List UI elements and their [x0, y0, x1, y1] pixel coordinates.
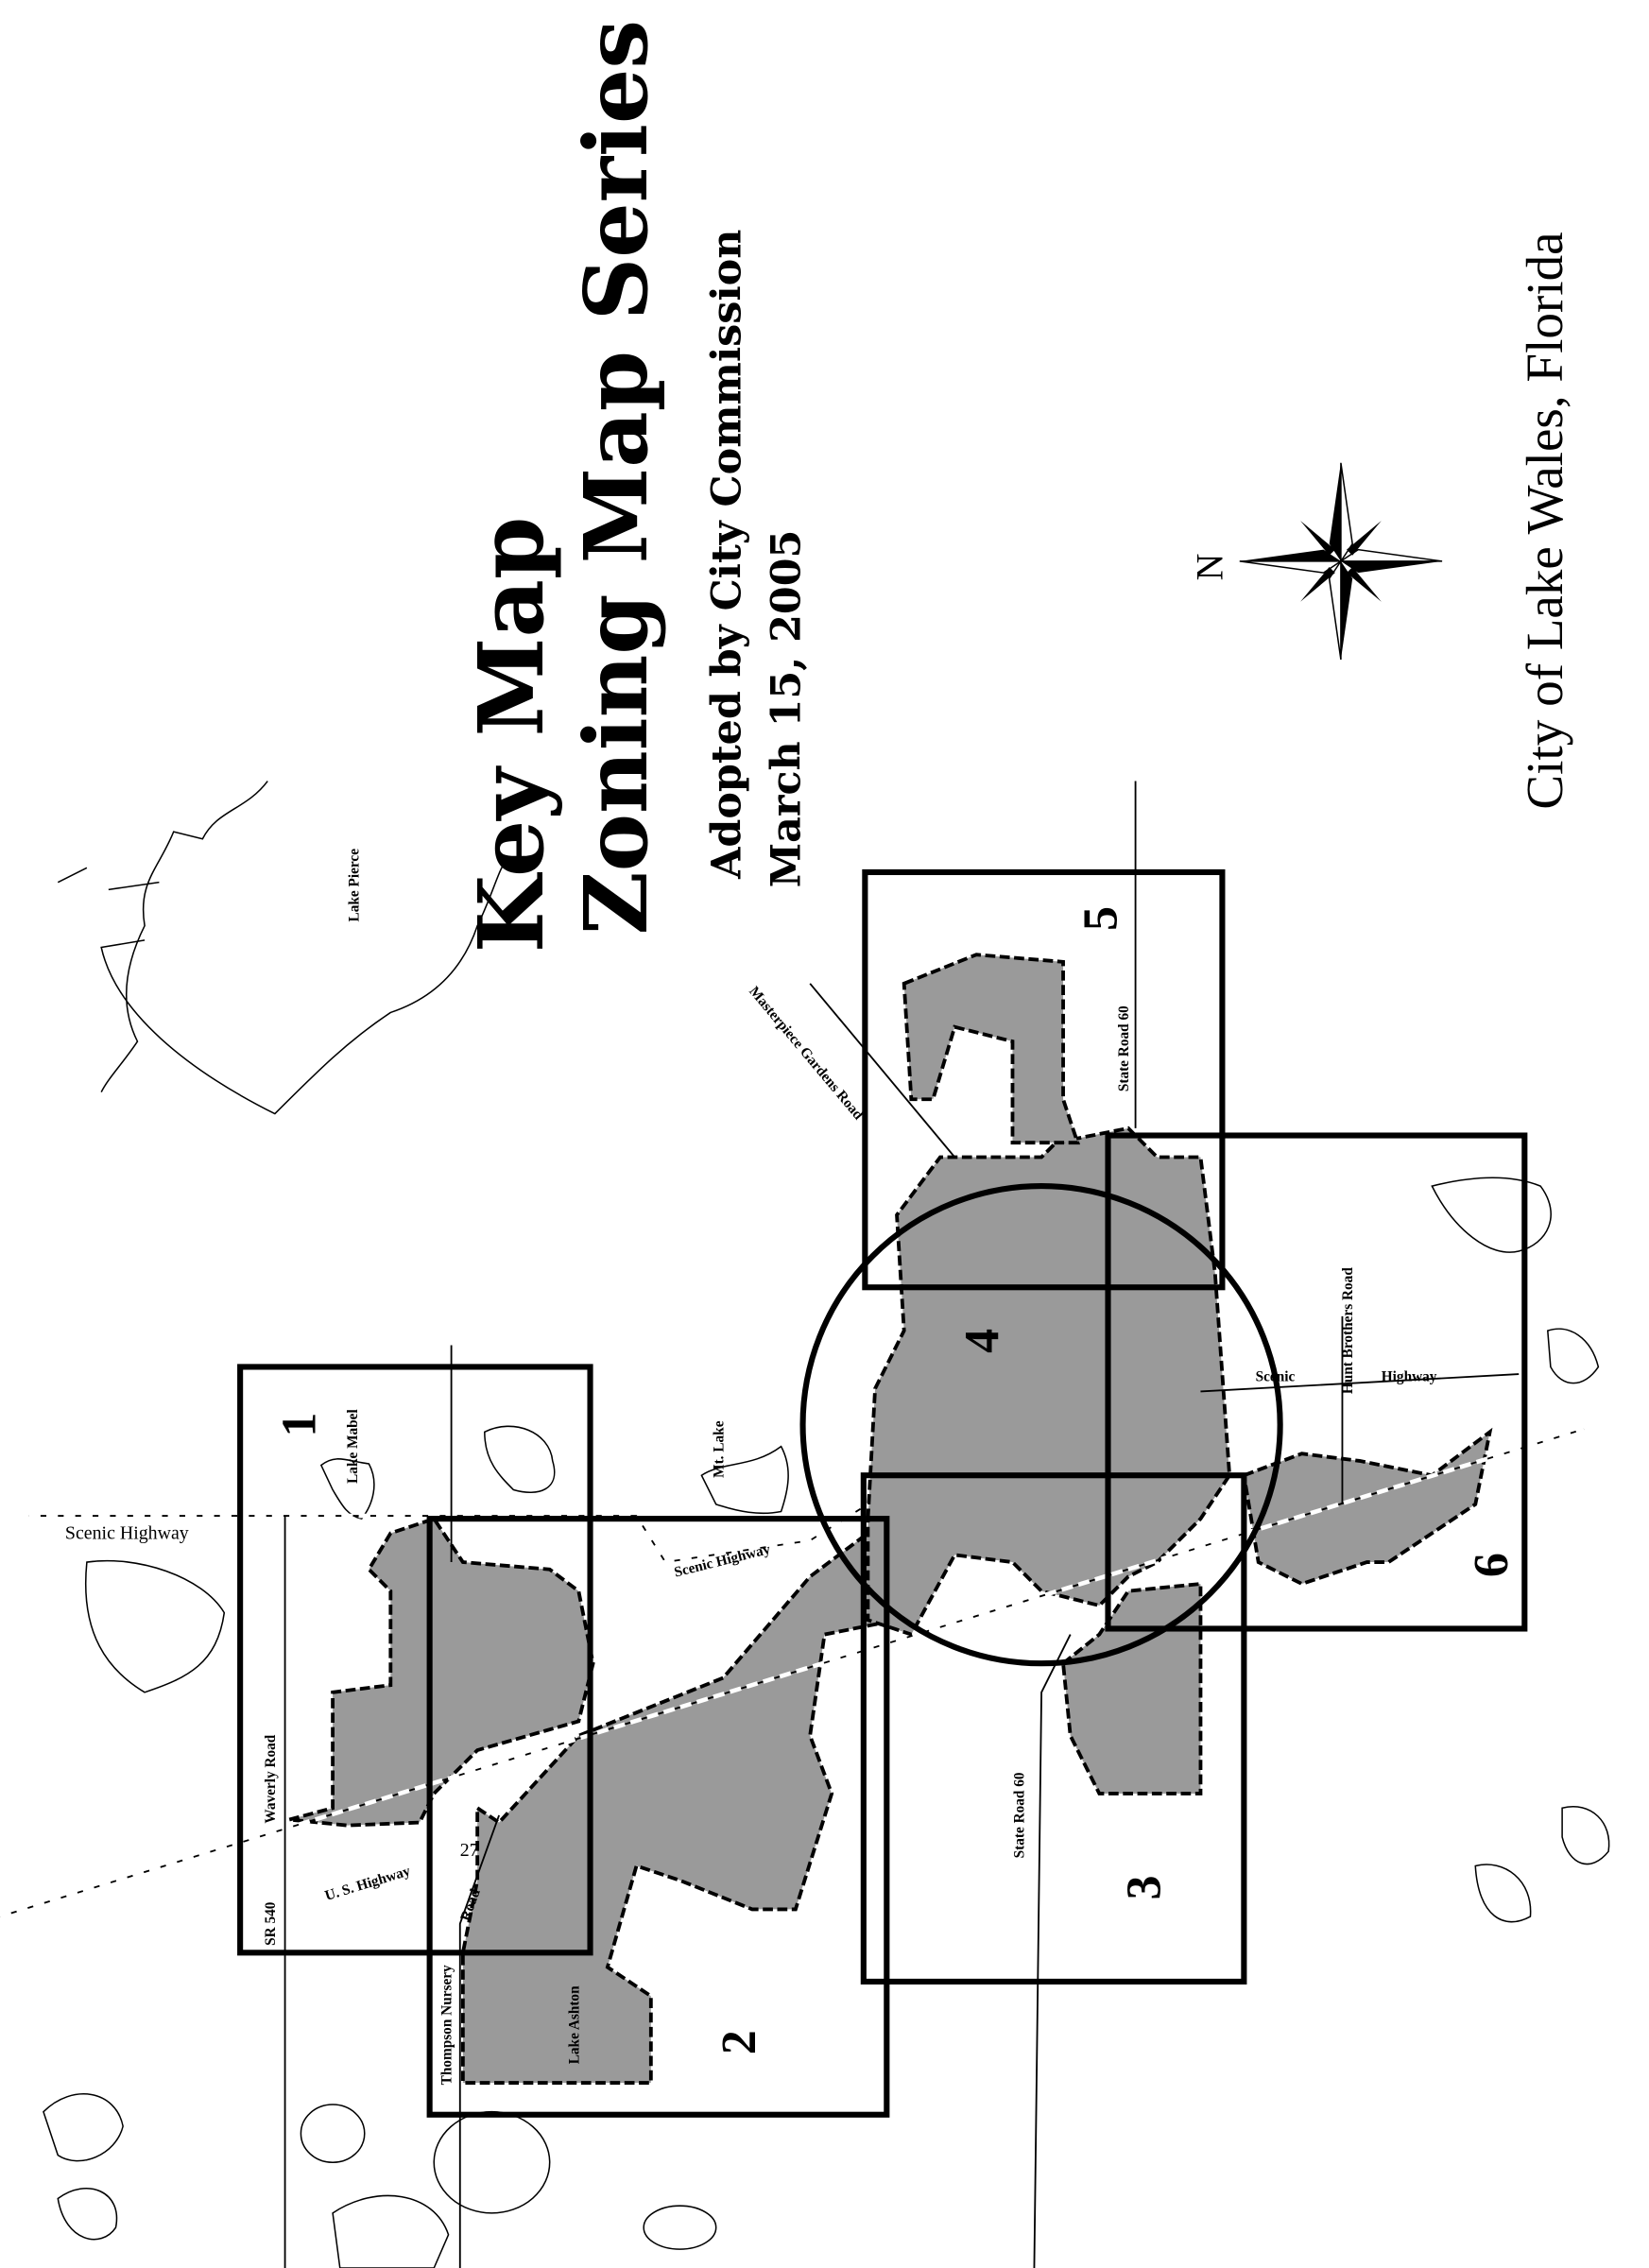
sheet-6-frame[interactable]	[1105, 1132, 1528, 1632]
lake-outline	[1431, 1177, 1552, 1253]
title-date: March 15, 2005	[763, 530, 810, 888]
label-state-road-60-north: State Road 60	[1116, 1005, 1132, 1091]
sheet-number-5: 5	[1074, 906, 1128, 931]
label-state-road-60-south: State Road 60	[1012, 1772, 1028, 1858]
label-us-27: 27	[460, 1840, 479, 1861]
lake-outline	[300, 2104, 366, 2164]
lake-mabel-outline	[319, 1458, 375, 1520]
sheet-number-6: 6	[1465, 1553, 1519, 1577]
label-lake-ashton: Lake Ashton	[566, 1985, 582, 2064]
label-highway-east: Highway	[1382, 1369, 1437, 1385]
north-label: N	[1189, 554, 1230, 581]
lake-outline	[1474, 1864, 1532, 1923]
us-highway-27-center	[0, 1427, 1585, 1919]
sheet-frames	[237, 868, 1528, 2118]
sheet-number-3: 3	[1118, 1875, 1172, 1899]
sheet-2-frame[interactable]	[426, 1516, 890, 2118]
lake-outline	[332, 2194, 450, 2268]
scenic-highway-east-road	[1200, 1373, 1520, 1393]
label-scenic-east: Scenic	[1256, 1369, 1296, 1385]
title-zoning-map-series: Zoning Map Series	[565, 20, 667, 935]
lake-outline	[433, 2110, 551, 2214]
title-block: Key Map Zoning Map Series Adopted by Cit…	[459, 20, 1573, 953]
sheet-number-2: 2	[713, 2030, 766, 2054]
city-area-south	[1061, 1581, 1203, 1796]
state-road-60-south-line	[1033, 1634, 1072, 2268]
sheet-5-frame[interactable]	[862, 868, 1226, 1291]
sheet-numbers: 1 2 3 4 5 6	[273, 906, 1519, 2054]
city-limits	[288, 953, 1493, 2085]
sheet-3-frame[interactable]	[860, 1472, 1247, 1984]
title-key-map: Key Map	[459, 517, 564, 954]
thompson-nursery-road-line	[450, 1345, 500, 2268]
lake-outline	[484, 1425, 556, 1493]
lake-outline	[1546, 1328, 1600, 1384]
label-hunt-brothers-road: Hunt Brothers Road	[1340, 1267, 1356, 1394]
label-lake-mabel: Lake Mabel	[345, 1409, 361, 1484]
lake-outline	[85, 1559, 226, 1693]
city-area-southeast	[1242, 1427, 1493, 1587]
label-scenic-highway-west: Scenic Highway	[65, 1523, 189, 1544]
lake-pierce-shoreline	[57, 781, 507, 1115]
lake-outline	[57, 2188, 118, 2241]
lake-outline	[43, 2093, 124, 2162]
lake-outline	[643, 2205, 717, 2250]
lake-outline	[1561, 1806, 1610, 1865]
city-area-central	[866, 1125, 1232, 1637]
label-masterpiece-gardens-road: Masterpiece Gardens Road	[746, 984, 867, 1124]
label-waverly-road: Waverly Road	[263, 1734, 279, 1823]
sheet-number-1: 1	[273, 1413, 327, 1437]
sheet-1-frame[interactable]	[237, 1364, 593, 1956]
city-area-southwest	[460, 1502, 928, 2085]
mt-lake-outline	[700, 1445, 789, 1515]
label-scenic-highway-mid: Scenic Highway	[673, 1541, 772, 1581]
title-adopted: Adopted by City Commission	[704, 230, 751, 880]
masterpiece-gardens-road-line	[809, 983, 955, 1159]
label-sr-540: SR 540	[263, 1901, 279, 1946]
sheet-number-4: 4	[955, 1329, 1009, 1353]
label-lake-pierce: Lake Pierce	[347, 849, 363, 922]
label-thompson-nursery: Thompson Nursery	[439, 1965, 455, 2085]
sheet-4-frame[interactable]	[799, 1183, 1283, 1667]
label-us-highway: U. S. Highway	[323, 1863, 413, 1904]
north-arrow-icon	[1239, 462, 1443, 661]
title-city: City of Lake Wales, Florida	[1516, 232, 1573, 809]
label-mt-lake: Mt. Lake	[711, 1420, 727, 1478]
city-area-north-east	[902, 953, 1081, 1145]
